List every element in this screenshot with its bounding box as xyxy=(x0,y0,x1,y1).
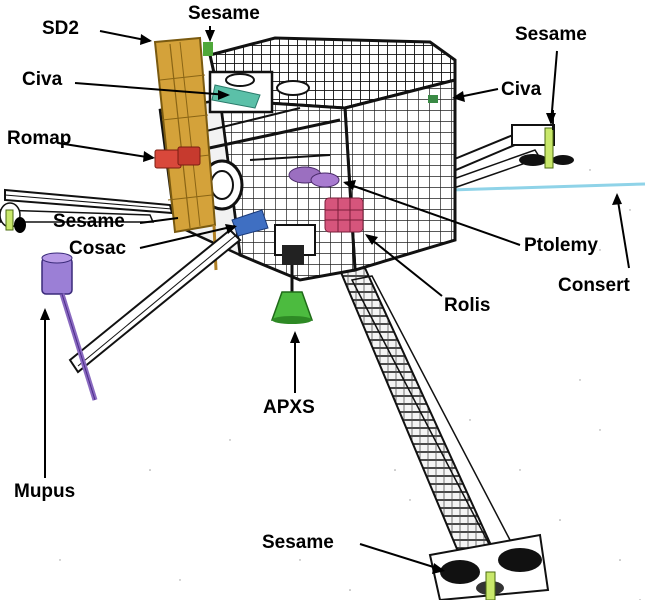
label-civa-left: Civa xyxy=(22,69,63,90)
arrow-heads xyxy=(40,30,622,574)
sesame-top-sensor xyxy=(203,42,213,56)
left-landing-leg xyxy=(0,188,174,233)
romap-sensor xyxy=(154,146,201,169)
civa-left-camera xyxy=(211,84,261,109)
label-sesame-left: Sesame xyxy=(53,211,125,232)
label-sd2: SD2 xyxy=(42,18,79,39)
right-landing-leg xyxy=(438,110,574,191)
label-cosac: Cosac xyxy=(69,238,127,259)
label-sesame-bottom: Sesame xyxy=(262,532,334,553)
label-rolis: Rolis xyxy=(444,295,491,316)
label-consert: Consert xyxy=(558,275,630,296)
cosac-instrument xyxy=(231,209,269,237)
label-sesame-top: Sesame xyxy=(188,3,260,24)
label-mupus: Mupus xyxy=(14,481,76,502)
rolis-camera xyxy=(324,197,364,233)
label-sesame-right: Sesame xyxy=(515,24,587,45)
bottom-landing-leg xyxy=(338,266,550,602)
consert-antenna xyxy=(449,182,646,192)
label-apxs: APXS xyxy=(263,397,315,418)
label-civa-right: Civa xyxy=(501,79,542,100)
mupus-boom xyxy=(41,228,242,401)
apxs-sensor xyxy=(270,265,314,324)
label-romap: Romap xyxy=(7,128,72,149)
ptolemy-instrument xyxy=(288,166,340,188)
label-ptolemy: Ptolemy xyxy=(524,235,598,256)
